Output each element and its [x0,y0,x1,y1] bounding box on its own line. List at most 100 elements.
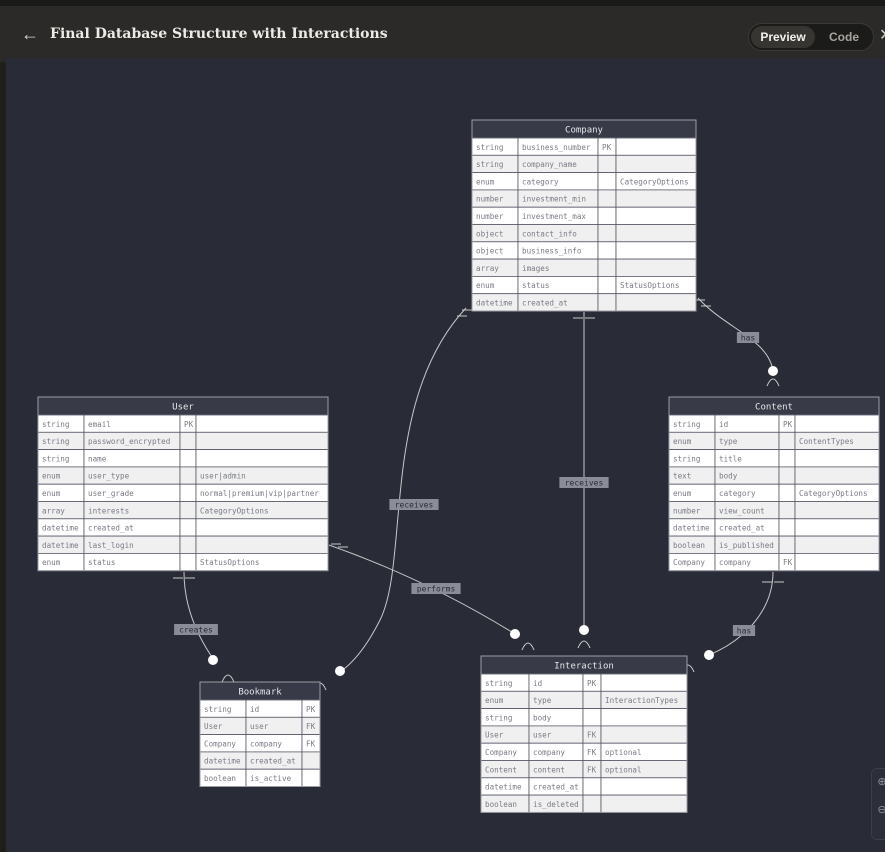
cell-text: number [476,212,504,221]
cardinality-zero-marker [208,655,218,665]
table-cell [195,535,329,554]
cell-text: string [42,437,69,446]
table-cell [600,725,688,744]
table-cell [582,794,602,813]
cell-text: enum [485,696,504,705]
cell-text: interests [88,506,129,515]
label-bg [732,625,756,636]
relationship-lines [173,297,784,691]
cell-text: StatusOptions [620,281,679,290]
cell-text: enum [476,281,495,290]
cell-text: status [522,281,549,290]
table-cell [597,293,617,312]
label-text: performs [417,585,456,594]
cell-text: FK [783,558,793,567]
table-cell [615,137,697,156]
table-cell [179,553,197,572]
table-cell [615,241,697,260]
entity-title: Company [565,126,604,136]
relationship-label: creates [174,624,218,635]
arrow-left-icon[interactable]: ← [21,24,39,44]
relationship-line [697,297,774,373]
tab-preview[interactable]: Preview [751,26,815,48]
cell-text: enum [42,472,61,481]
table-cell [600,673,688,692]
view-toggle: Preview Code [748,23,874,51]
relationship-user-interaction [328,543,535,651]
entity-title: Bookmark [238,688,282,698]
cell-text: created_at [88,524,134,533]
cell-text: id [719,420,728,429]
cell-text: StatusOptions [200,558,259,567]
table-cell [778,431,796,450]
cell-text: datetime [673,524,710,533]
table-cell [600,777,688,796]
cell-text: body [719,472,738,481]
cell-text: title [719,454,742,463]
cell-text: enum [673,489,692,498]
table-cell [301,751,321,770]
cell-text: contact_info [522,229,577,238]
table-cell [778,535,796,554]
cell-text: string [476,160,503,169]
close-icon[interactable]: ✕ [879,24,885,48]
table-cell [195,449,329,468]
table-cell [778,518,796,537]
relationship-line [183,571,215,661]
cell-text: datetime [476,299,513,308]
cell-text: type [719,437,738,446]
entity-border [471,119,697,312]
zoom-out-icon[interactable]: ⊖ [877,804,885,816]
table-cell [794,466,880,485]
cell-text: string [476,143,503,152]
cell-text: datetime [485,783,522,792]
table-cell [597,154,617,174]
entity-title: Interaction [554,662,614,672]
table-cell [600,794,688,813]
cell-text: boolean [204,774,236,783]
cell-text: enum [42,558,61,567]
cell-text: id [250,705,259,714]
cell-text: string [485,679,512,688]
table-cell [597,172,617,191]
crowfoot-marker [521,642,535,651]
crowfoot-marker [221,674,235,683]
label-text: creates [179,626,213,635]
zoom-in-icon[interactable]: ⊕ [877,776,885,788]
cell-text: enum [673,437,692,446]
cell-text: number [476,195,504,204]
tab-code[interactable]: Code [829,30,859,44]
cell-text: user_type [88,472,130,481]
table-cell [582,690,602,709]
cell-text: company_name [522,160,577,169]
table-cell [179,535,197,554]
table-cell [597,206,617,225]
cell-text: company [533,748,565,757]
cell-text: category [719,489,756,498]
